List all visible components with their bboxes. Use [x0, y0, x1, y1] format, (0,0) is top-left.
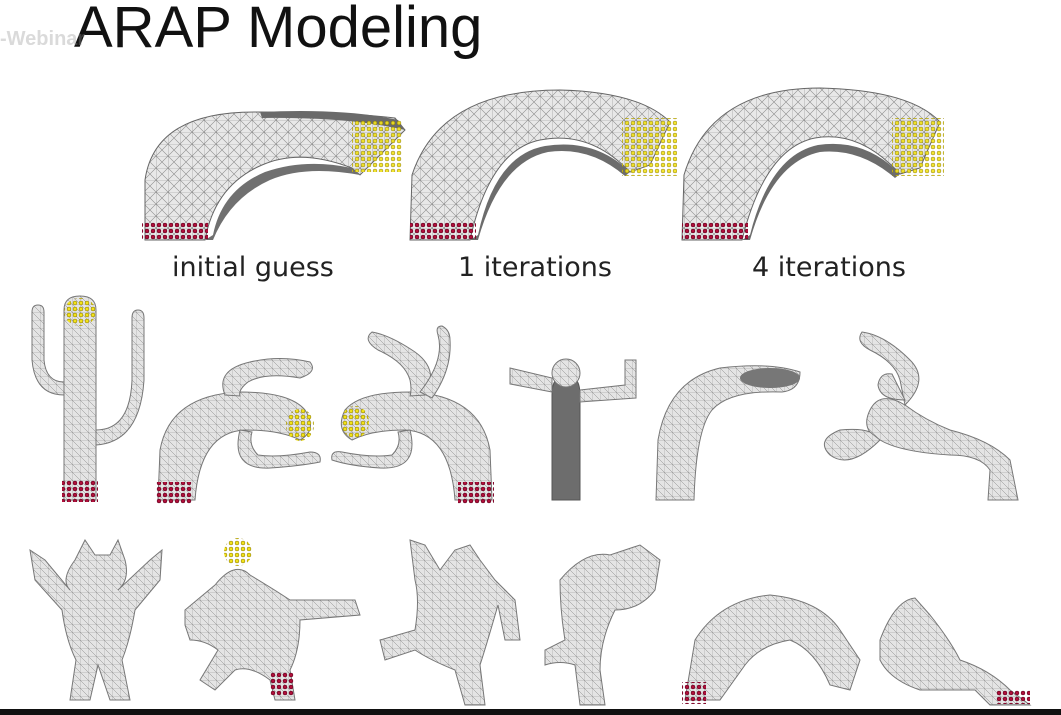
caption-1-iterations: 1 iterations [458, 252, 612, 283]
armadillo-deformed-2 [379, 539, 521, 706]
arch-4-iterations [681, 87, 944, 241]
cactus-deformed-2 [331, 325, 494, 504]
armadillo-rest-pose [29, 538, 163, 701]
armadillo-deformed-3 [544, 544, 661, 706]
watermark-logo: -Webinar [0, 28, 86, 50]
armadillo-deformed-4 [682, 594, 861, 704]
cactus-deformed-1 [156, 358, 321, 504]
slide-title: ARAP Modeling [74, 0, 483, 60]
arch-initial-guess [142, 111, 406, 241]
cactus-deformed-5 [823, 331, 1019, 501]
cactus-deformed-4 [655, 365, 801, 501]
armadillo-deformed-1 [184, 538, 361, 701]
bottom-bar [0, 709, 1061, 715]
caption-initial-guess: initial guess [172, 252, 334, 283]
arch-1-iteration [409, 89, 677, 241]
cactus-rest-pose [31, 295, 145, 502]
armadillo-deformed-5 [879, 597, 1032, 706]
cactus-deformed-3 [509, 358, 637, 501]
caption-4-iterations: 4 iterations [752, 252, 906, 283]
